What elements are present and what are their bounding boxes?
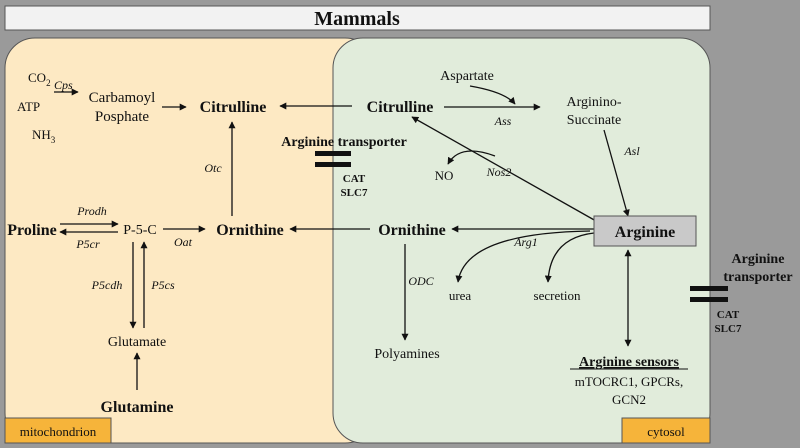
outer-transporter-label-line1: Arginine: [732, 252, 785, 267]
carbamoyl-phosphate-label-line2: Posphate: [95, 109, 150, 125]
cytosol-label: cytosol: [647, 424, 685, 439]
outer-transporter-slc7: SLC7: [715, 323, 742, 335]
cytosol-compartment: [332, 37, 711, 444]
asl-enzyme-label: Asl: [623, 144, 640, 158]
argininosuccinate-label-line1: Arginino-: [567, 95, 622, 110]
cytosol-label-box: [621, 417, 711, 444]
aspartate-label: Aspartate: [440, 69, 494, 84]
diagram-title: Mammals: [314, 8, 400, 30]
inner-transporter-slc7: SLC7: [341, 187, 368, 199]
secretion-branch-arrow: [544, 232, 595, 283]
ornithine-cyto-label: Ornithine: [378, 222, 446, 239]
urea-label: urea: [449, 288, 472, 303]
citrulline-mito-label: Citrulline: [200, 99, 267, 116]
ornithine-mito-label: Ornithine: [216, 222, 284, 239]
p5cr-enzyme-label: P5cr: [75, 237, 100, 251]
proline-label: Proline: [7, 222, 56, 239]
secretion-label: secretion: [534, 288, 581, 303]
mitochondrion-label-box: [4, 417, 112, 444]
title-bar: [4, 5, 711, 31]
glutamate-label: Glutamate: [108, 335, 166, 350]
nh3-label: NH3: [32, 127, 56, 145]
carbamoyl-phosphate-label-line1: Carbamoyl: [89, 90, 156, 106]
cps-enzyme-label: Cps: [54, 78, 73, 92]
mitochondrion-label: mitochondrion: [20, 424, 97, 439]
urea-branch-arrow: [455, 230, 591, 283]
nos2-enzyme-label: Nos2: [486, 165, 512, 179]
ass-enzyme-label: Ass: [494, 114, 512, 128]
outer-transporter-symbol: [690, 286, 728, 302]
arginine-label: Arginine: [615, 224, 675, 241]
otc-enzyme-label: Otc: [204, 161, 222, 175]
p5cs-enzyme-label: P5cs: [150, 278, 175, 292]
outer-transporter-cat: CAT: [717, 309, 740, 321]
arginine-sensors-line1: mTOCRC1, GPCRs,: [575, 374, 684, 389]
asl-arrow: [603, 129, 630, 217]
odc-enzyme-label: ODC: [408, 274, 434, 288]
arginine-box: [593, 215, 697, 247]
arginine-sensors-title: Arginine sensors: [579, 355, 680, 370]
atp-label: ATP: [17, 99, 40, 114]
p5c-label: P-5-C: [123, 223, 156, 238]
aspartate-join-arrow: [469, 85, 516, 105]
prodh-enzyme-label: Prodh: [76, 204, 107, 218]
polyamines-label: Polyamines: [374, 347, 439, 362]
no-branch-arrow: [447, 150, 496, 165]
glutamine-label: Glutamine: [101, 399, 174, 416]
inner-transporter-cat: CAT: [343, 173, 366, 185]
p5cdh-enzyme-label: P5cdh: [91, 278, 123, 292]
argininosuccinate-label-line2: Succinate: [567, 113, 621, 128]
inner-transporter-symbol: [315, 151, 351, 167]
arginine-sensors-line2: GCN2: [612, 392, 646, 407]
nos2-arrow: [411, 116, 597, 222]
no-label: NO: [435, 168, 454, 183]
inner-transporter-label: Arginine transporter: [281, 135, 407, 150]
oat-enzyme-label: Oat: [174, 235, 193, 249]
citrulline-cyto-label: Citrulline: [367, 99, 434, 116]
arg1-enzyme-label: Arg1: [513, 235, 538, 249]
co2-label: CO2: [28, 70, 51, 88]
outer-transporter-label-line2: transporter: [723, 270, 792, 285]
